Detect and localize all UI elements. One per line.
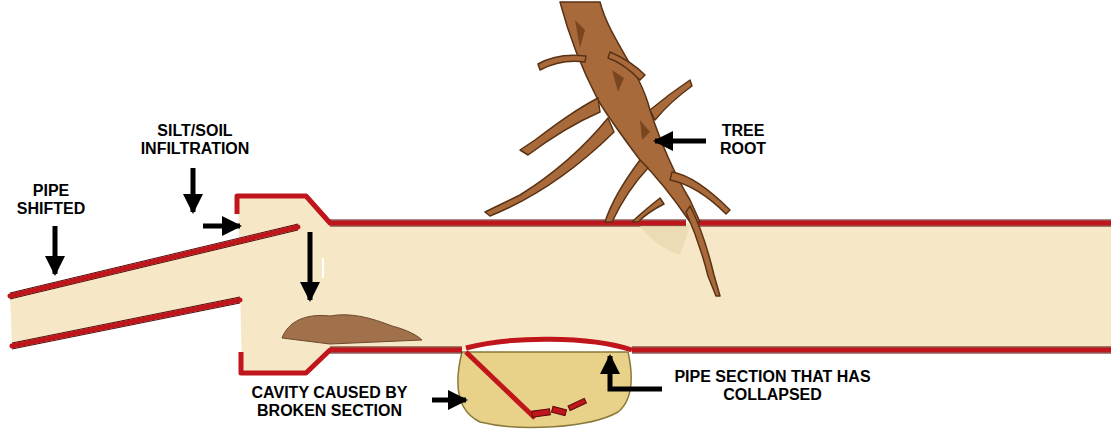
- pointer-arrow: [53, 226, 58, 274]
- main-pipe-fill: [238, 196, 1111, 373]
- silt-pile: [282, 315, 422, 344]
- pointer-arrow: [432, 398, 466, 403]
- callout-label: PIPE SHIFTED: [6, 182, 96, 219]
- pipe-wall: [12, 300, 240, 346]
- pointer-arrow: [610, 356, 662, 389]
- pointer-arrow: [655, 139, 706, 144]
- pipe-fragment: [532, 409, 551, 417]
- tree-root: [485, 2, 730, 296]
- callout-label: TREE ROOT: [712, 122, 774, 159]
- callout-label: PIPE SECTION THAT HAS COLLAPSED: [660, 368, 885, 405]
- callout-label: SILT/SOIL INFILTRATION: [130, 122, 260, 159]
- collapsed-wall: [466, 339, 632, 350]
- pointer-arrow: [203, 224, 240, 229]
- callout-label: CAVITY CAUSED BY BROKEN SECTION: [222, 384, 437, 421]
- root-intrusion: [640, 226, 690, 255]
- pipe-fragment: [568, 398, 586, 410]
- pointer-arrow: [308, 232, 313, 300]
- pipe-wall-bottom: [632, 348, 1111, 353]
- pipe-wall: [10, 227, 298, 296]
- broken-piece: [466, 352, 535, 418]
- pipe-wall-top: [696, 221, 1111, 226]
- cavity: [458, 352, 631, 427]
- pointer-arrow: [191, 168, 196, 212]
- pipe-fragment: [551, 406, 566, 415]
